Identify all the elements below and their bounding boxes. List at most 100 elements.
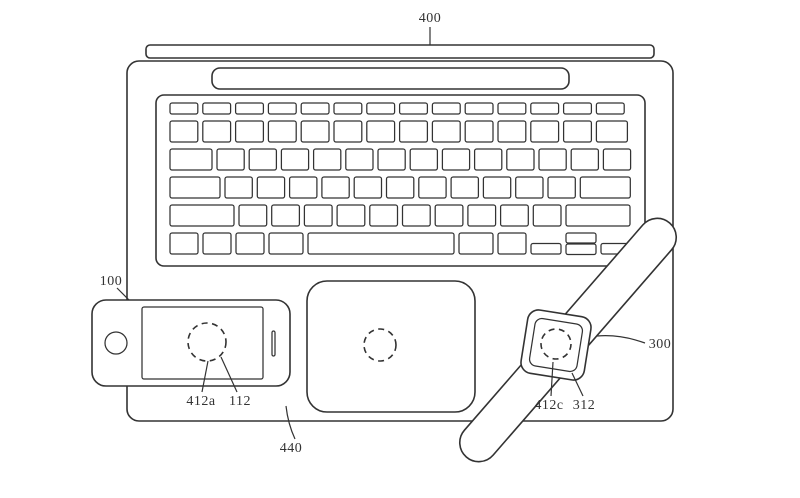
keyboard-key <box>482 176 512 199</box>
keyboard-key <box>497 232 527 255</box>
keyboard-key <box>248 148 278 171</box>
keyboard-key <box>202 120 232 143</box>
watch-coil-dashed-circle <box>540 328 572 360</box>
keyboard-key <box>595 120 629 143</box>
keyboard-key <box>268 232 304 255</box>
laptop-hinge-vent <box>211 67 570 90</box>
keyboard-key <box>467 204 497 227</box>
keyboard-key <box>169 102 199 115</box>
keyboard-key <box>271 204 301 227</box>
keyboard-key <box>312 148 342 171</box>
leader-line-300 <box>596 335 646 344</box>
keyboard-key <box>366 120 396 143</box>
keyboard-key <box>169 232 199 255</box>
leader-line-412c <box>550 361 554 397</box>
keyboard-key <box>565 243 597 256</box>
keyboard-keys <box>169 102 632 256</box>
keyboard-key <box>345 148 374 171</box>
keyboard-key <box>602 148 632 171</box>
ref-label-watch-coil: 412c <box>534 398 563 413</box>
keyboard-key <box>235 232 265 255</box>
trackpad-charging-region <box>306 280 476 413</box>
watch-screen <box>528 317 584 373</box>
keyboard-key <box>202 102 232 115</box>
keyboard-key <box>532 204 562 227</box>
keyboard-key <box>409 148 439 171</box>
keyboard-key <box>216 148 245 171</box>
keyboard-key <box>333 102 363 115</box>
keyboard-key <box>515 176 544 199</box>
leader-line-312 <box>571 372 584 397</box>
keyboard-key <box>169 148 213 171</box>
keyboard-key <box>431 102 461 115</box>
keyboard-key <box>267 102 297 115</box>
keyboard-key <box>538 148 567 171</box>
keyboard-key <box>562 102 593 115</box>
laptop-screen-edge <box>145 44 655 59</box>
keyboard-key <box>450 176 480 199</box>
keyboard-key <box>267 120 297 143</box>
keyboard-key <box>238 204 268 227</box>
keyboard-key <box>224 176 253 199</box>
leader-line-440 <box>285 405 296 440</box>
keyboard-key <box>464 120 494 143</box>
ref-label-phone-coil: 412a <box>186 394 216 409</box>
phone-screen <box>141 306 264 380</box>
keyboard-key <box>377 148 406 171</box>
keyboard-key <box>431 120 461 143</box>
keyboard-key <box>499 204 529 227</box>
leader-line-412a <box>201 360 209 393</box>
keyboard-key <box>353 176 383 199</box>
keyboard-key <box>300 120 330 143</box>
keyboard-key <box>234 120 265 143</box>
keyboard-key <box>473 148 503 171</box>
leader-line-100 <box>116 287 130 301</box>
keyboard-key <box>464 102 494 115</box>
keyboard-key <box>530 102 560 115</box>
ref-label-charging-surface: 440 <box>280 441 303 456</box>
keyboard-key <box>497 102 527 115</box>
keyboard-key <box>398 120 429 143</box>
keyboard-key <box>169 176 221 199</box>
keyboard-key <box>530 120 560 143</box>
keyboard-key <box>234 102 265 115</box>
keyboard-key <box>595 102 625 115</box>
keyboard-key <box>336 204 366 227</box>
phone-home-button <box>104 331 128 355</box>
trackpad-coil-dashed-circle <box>363 328 397 362</box>
keyboard-key <box>202 232 232 255</box>
keyboard-key <box>418 176 447 199</box>
ref-label-phone-coil-region: 112 <box>229 394 251 409</box>
keyboard-key <box>401 204 431 227</box>
keyboard-key <box>458 232 494 255</box>
keyboard-key <box>441 148 471 171</box>
keyboard-key <box>506 148 535 171</box>
ref-label-laptop: 400 <box>419 11 442 26</box>
keyboard-key <box>169 204 235 227</box>
keyboard-key <box>530 242 562 255</box>
keyboard-key <box>280 148 310 171</box>
keyboard-key <box>369 204 399 227</box>
keyboard-key <box>497 120 527 143</box>
keyboard-key <box>565 232 597 244</box>
keyboard-key <box>579 176 631 199</box>
keyboard-key <box>300 102 330 115</box>
leader-line-112 <box>220 356 238 393</box>
keyboard-key <box>256 176 286 199</box>
keyboard-key <box>565 204 631 227</box>
keyboard-key <box>288 176 318 199</box>
keyboard-key <box>562 120 593 143</box>
ref-label-watch-coil-region: 312 <box>573 398 596 413</box>
keyboard-key <box>398 102 429 115</box>
phone-speaker-slot <box>271 330 276 357</box>
keyboard-key <box>385 176 415 199</box>
keyboard-key <box>303 204 333 227</box>
keyboard-key <box>366 102 396 115</box>
keyboard-key <box>333 120 363 143</box>
keyboard-key <box>169 120 199 143</box>
keyboard-key <box>434 204 464 227</box>
phone-coil-dashed-circle <box>187 322 227 362</box>
keyboard-key <box>307 232 455 255</box>
